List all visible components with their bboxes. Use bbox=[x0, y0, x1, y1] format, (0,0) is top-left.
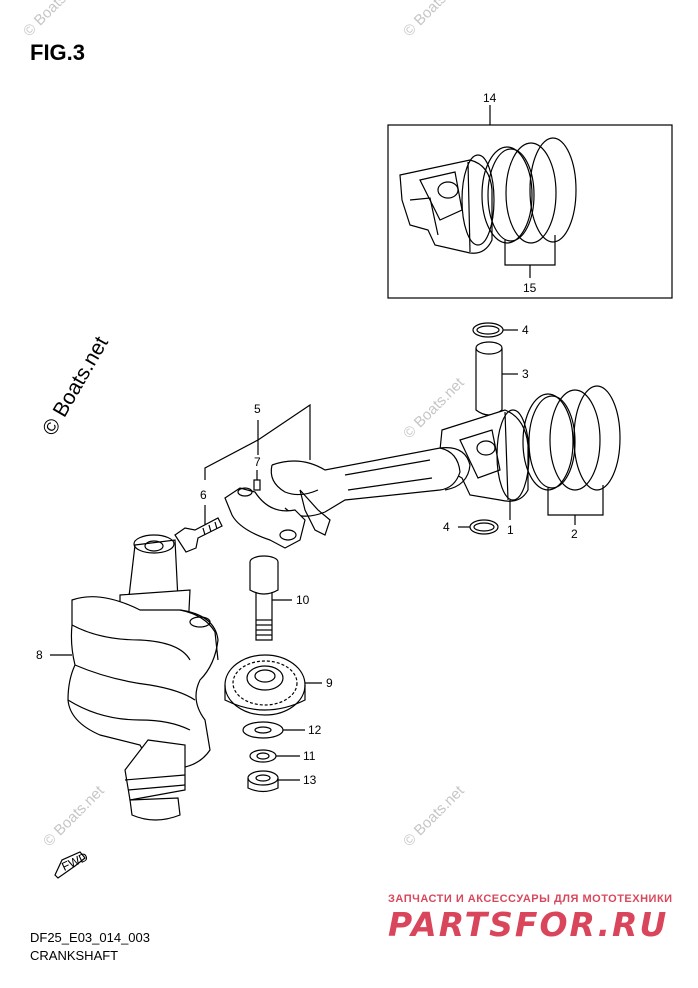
callout-12: 12 bbox=[308, 723, 322, 737]
callout-9: 9 bbox=[326, 676, 333, 690]
leader-5b bbox=[257, 403, 311, 460]
drive-gear bbox=[224, 654, 306, 716]
leader-15 bbox=[504, 235, 556, 266]
figure-code: DF25_E03_014_003 bbox=[30, 930, 150, 945]
piston-kit-box bbox=[387, 124, 673, 299]
callout-2: 2 bbox=[571, 527, 578, 541]
rod-cap bbox=[224, 487, 306, 549]
washer-12 bbox=[242, 721, 284, 739]
callout-6: 6 bbox=[200, 488, 207, 502]
rod-pin bbox=[253, 479, 261, 491]
callout-13: 13 bbox=[303, 773, 317, 787]
piston bbox=[439, 409, 530, 520]
callout-3: 3 bbox=[522, 367, 529, 381]
fwd-label: FWD bbox=[59, 849, 90, 873]
connecting-rod bbox=[270, 447, 471, 536]
callout-8: 8 bbox=[36, 648, 43, 662]
callout-11: 11 bbox=[303, 749, 316, 763]
piston-pin bbox=[475, 341, 518, 416]
rod-bolt bbox=[174, 517, 223, 553]
callout-15: 15 bbox=[523, 281, 537, 295]
piston-rings bbox=[522, 385, 621, 491]
figure-title: FIG.3 bbox=[30, 40, 86, 65]
callout-4-top: 4 bbox=[522, 323, 529, 337]
gear-bolt bbox=[249, 555, 279, 641]
callout-5: 5 bbox=[254, 402, 261, 416]
kit-piston bbox=[399, 154, 495, 254]
fwd-arrow-icon bbox=[54, 851, 86, 879]
nut bbox=[247, 770, 279, 793]
washer-11 bbox=[249, 749, 277, 763]
figure-caption: CRANKSHAFT bbox=[30, 948, 119, 963]
crankshaft bbox=[67, 534, 219, 821]
callout-7: 7 bbox=[254, 455, 261, 469]
callout-10: 10 bbox=[296, 593, 310, 607]
callout-1: 1 bbox=[507, 523, 514, 537]
kit-rings bbox=[481, 137, 577, 244]
callout-4-bottom: 4 bbox=[443, 520, 450, 534]
callout-14: 14 bbox=[483, 91, 497, 105]
leader-5a bbox=[204, 439, 259, 480]
vendor-tagline: ЗАПЧАСТИ И АКСЕССУАРЫ ДЛЯ МОТОТЕХНИКИ bbox=[388, 893, 673, 905]
vendor-logo[interactable]: PARTSFOR.RU bbox=[388, 905, 669, 944]
